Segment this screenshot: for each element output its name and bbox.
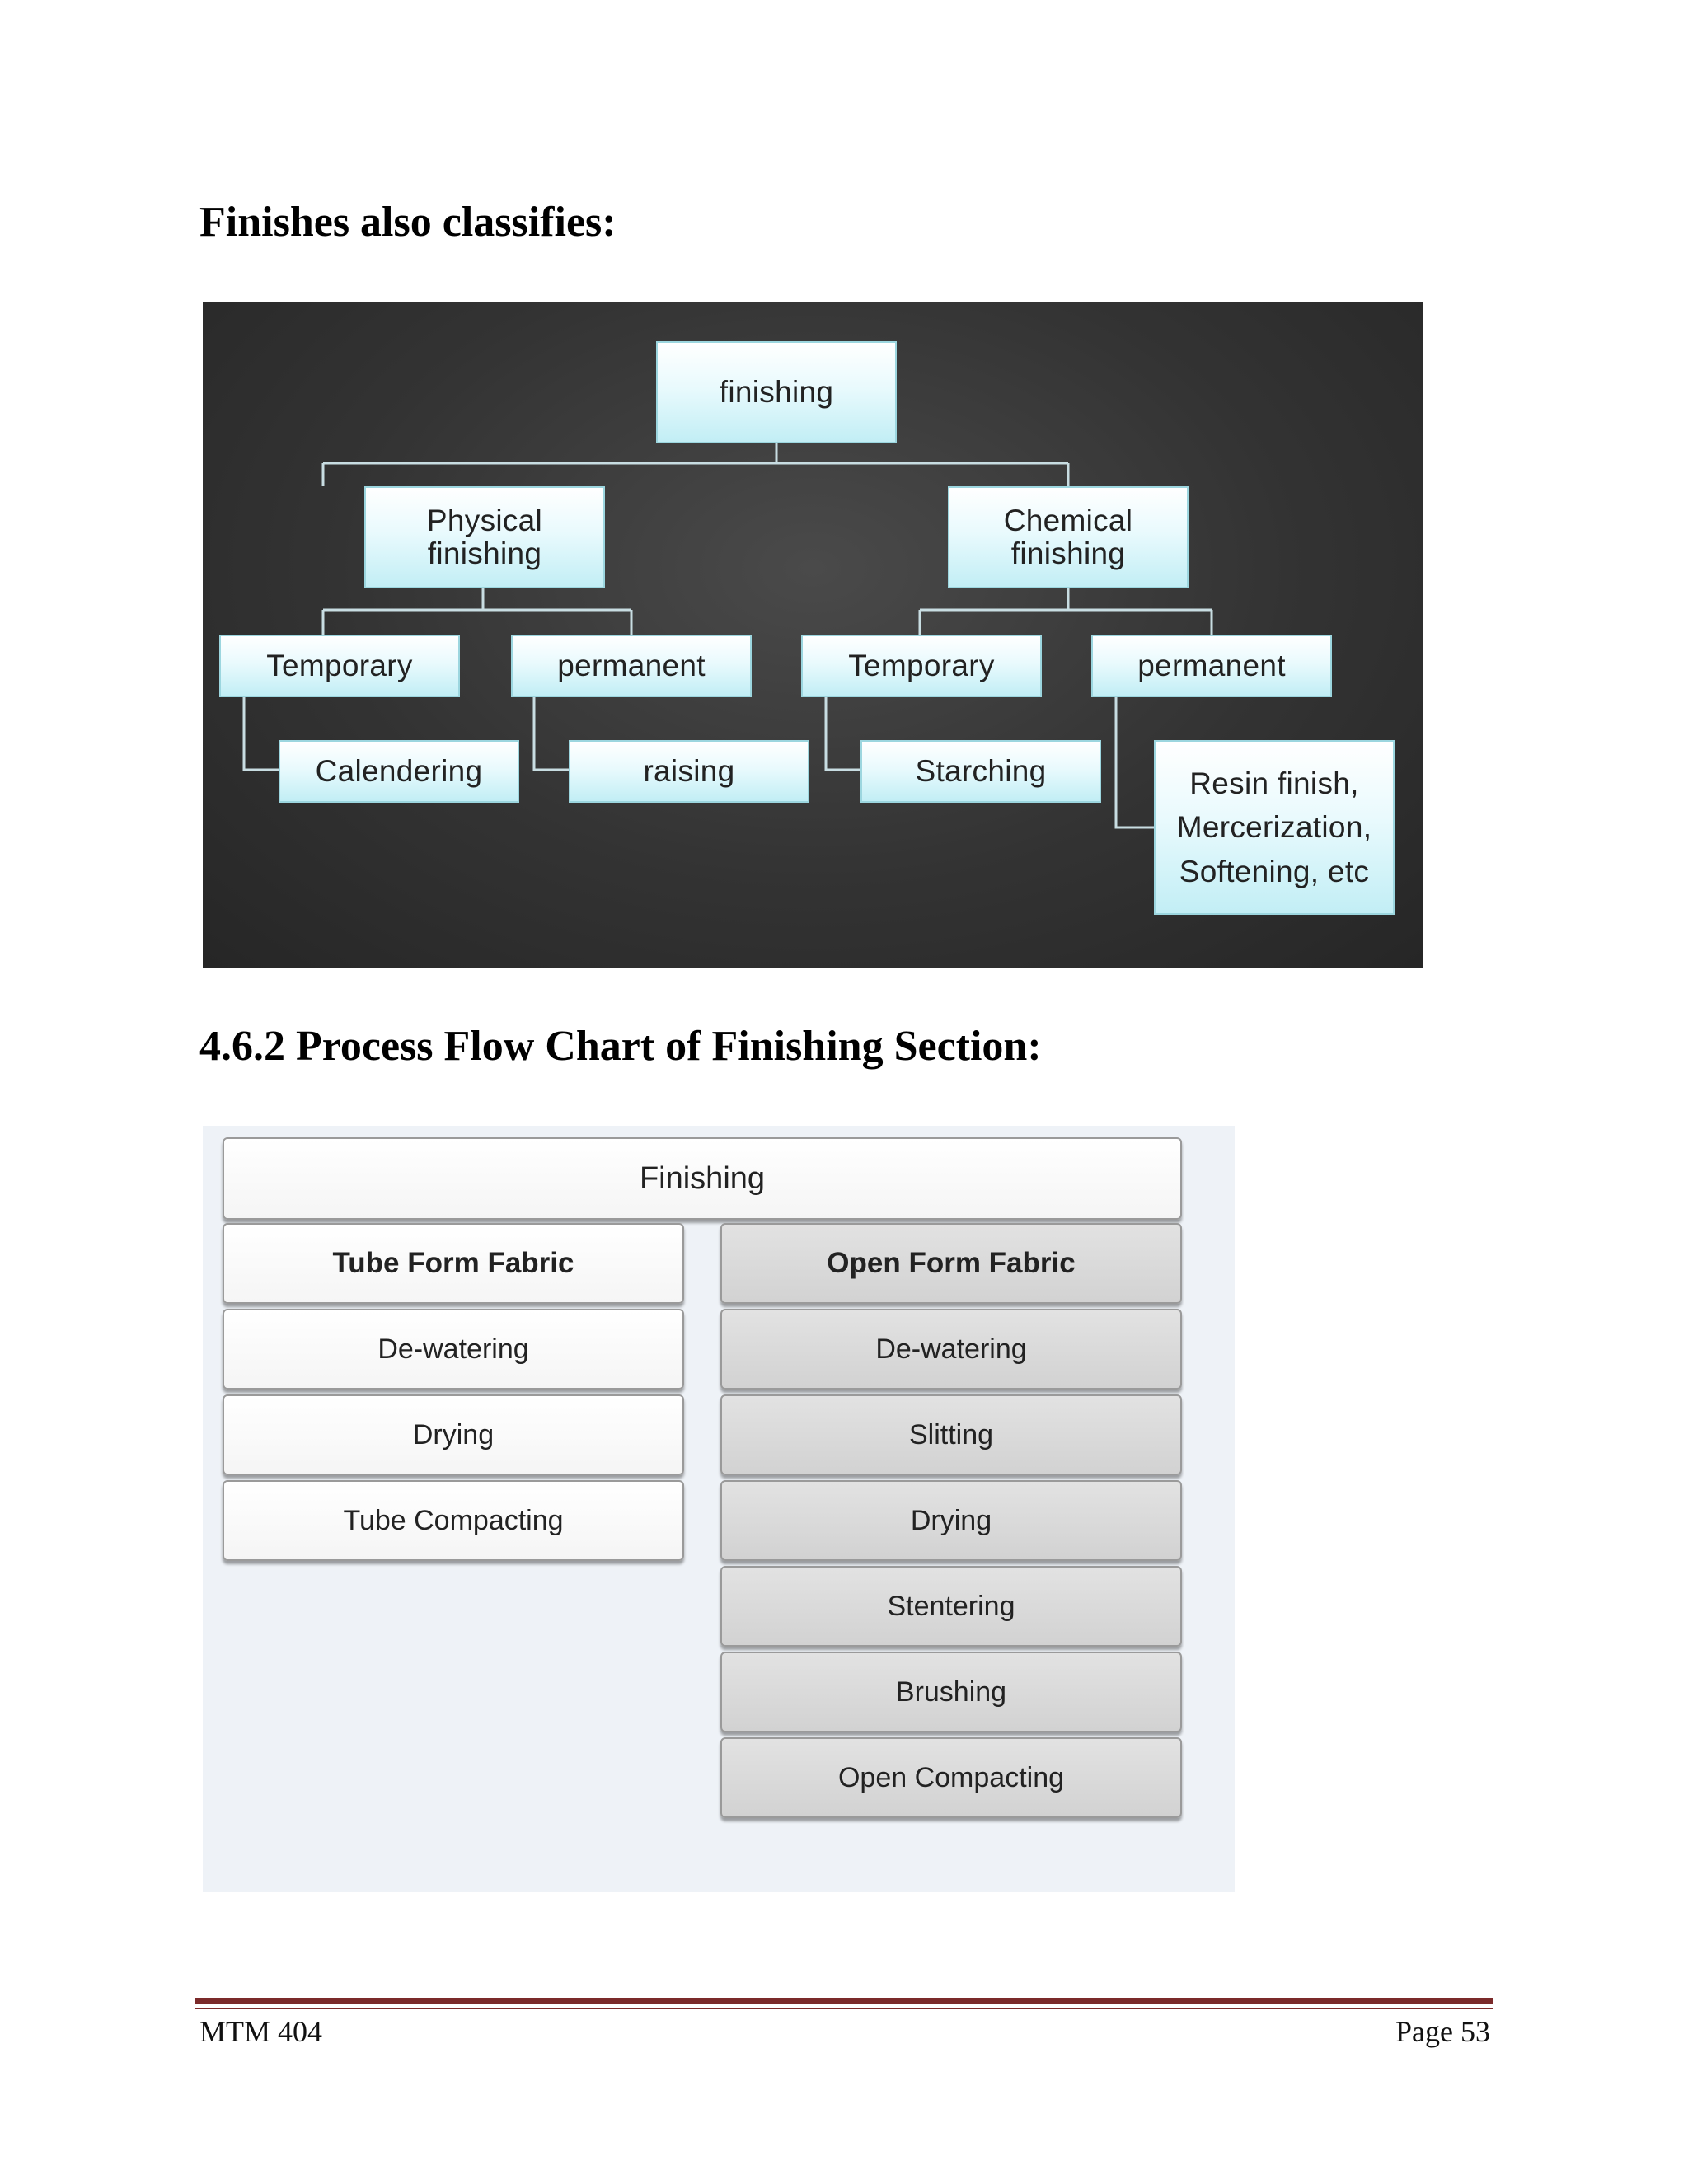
- section-heading-classifies: Finishes also classifies:: [199, 199, 617, 246]
- flow-tube-step: De-watering: [223, 1309, 684, 1390]
- footer-rule-thin: [195, 2008, 1493, 2009]
- node-chemical-permanent: permanent: [1091, 635, 1332, 697]
- node-raising: raising: [569, 740, 809, 803]
- flow-tube-step: Drying: [223, 1394, 684, 1475]
- finishing-classification-diagram: finishing Physical finishing Chemical fi…: [203, 302, 1423, 968]
- flow-tube-header: Tube Form Fabric: [223, 1223, 684, 1304]
- section-heading-process-flow: 4.6.2 Process Flow Chart of Finishing Se…: [199, 1023, 1042, 1070]
- footer-rule: [195, 1998, 1493, 2004]
- flow-open-step: Slitting: [720, 1394, 1182, 1475]
- flow-tube-step: Tube Compacting: [223, 1480, 684, 1561]
- flow-open-step: Stentering: [720, 1566, 1182, 1647]
- flow-open-step: De-watering: [720, 1309, 1182, 1390]
- node-calendering: Calendering: [279, 740, 519, 803]
- footer-page-number: Page 53: [1395, 2015, 1490, 2048]
- node-physical-permanent: permanent: [511, 635, 752, 697]
- node-chemical-finishing: Chemical finishing: [948, 486, 1189, 588]
- node-physical-temporary: Temporary: [219, 635, 460, 697]
- node-resin-finish: Resin finish, Mercerization, Softening, …: [1154, 740, 1395, 915]
- node-starching: Starching: [860, 740, 1101, 803]
- flow-title-box: Finishing: [223, 1137, 1182, 1220]
- node-physical-finishing: Physical finishing: [364, 486, 605, 588]
- flow-open-header: Open Form Fabric: [720, 1223, 1182, 1304]
- diagram-connectors: [242, 443, 1213, 829]
- flow-open-step: Drying: [720, 1480, 1182, 1561]
- node-chemical-temporary: Temporary: [801, 635, 1042, 697]
- flow-open-step: Brushing: [720, 1652, 1182, 1732]
- process-flow-chart: Finishing Tube Form Fabric De-watering D…: [203, 1126, 1235, 1892]
- node-finishing: finishing: [656, 341, 897, 443]
- footer-course-code: MTM 404: [199, 2015, 323, 2048]
- flow-open-step: Open Compacting: [720, 1737, 1182, 1818]
